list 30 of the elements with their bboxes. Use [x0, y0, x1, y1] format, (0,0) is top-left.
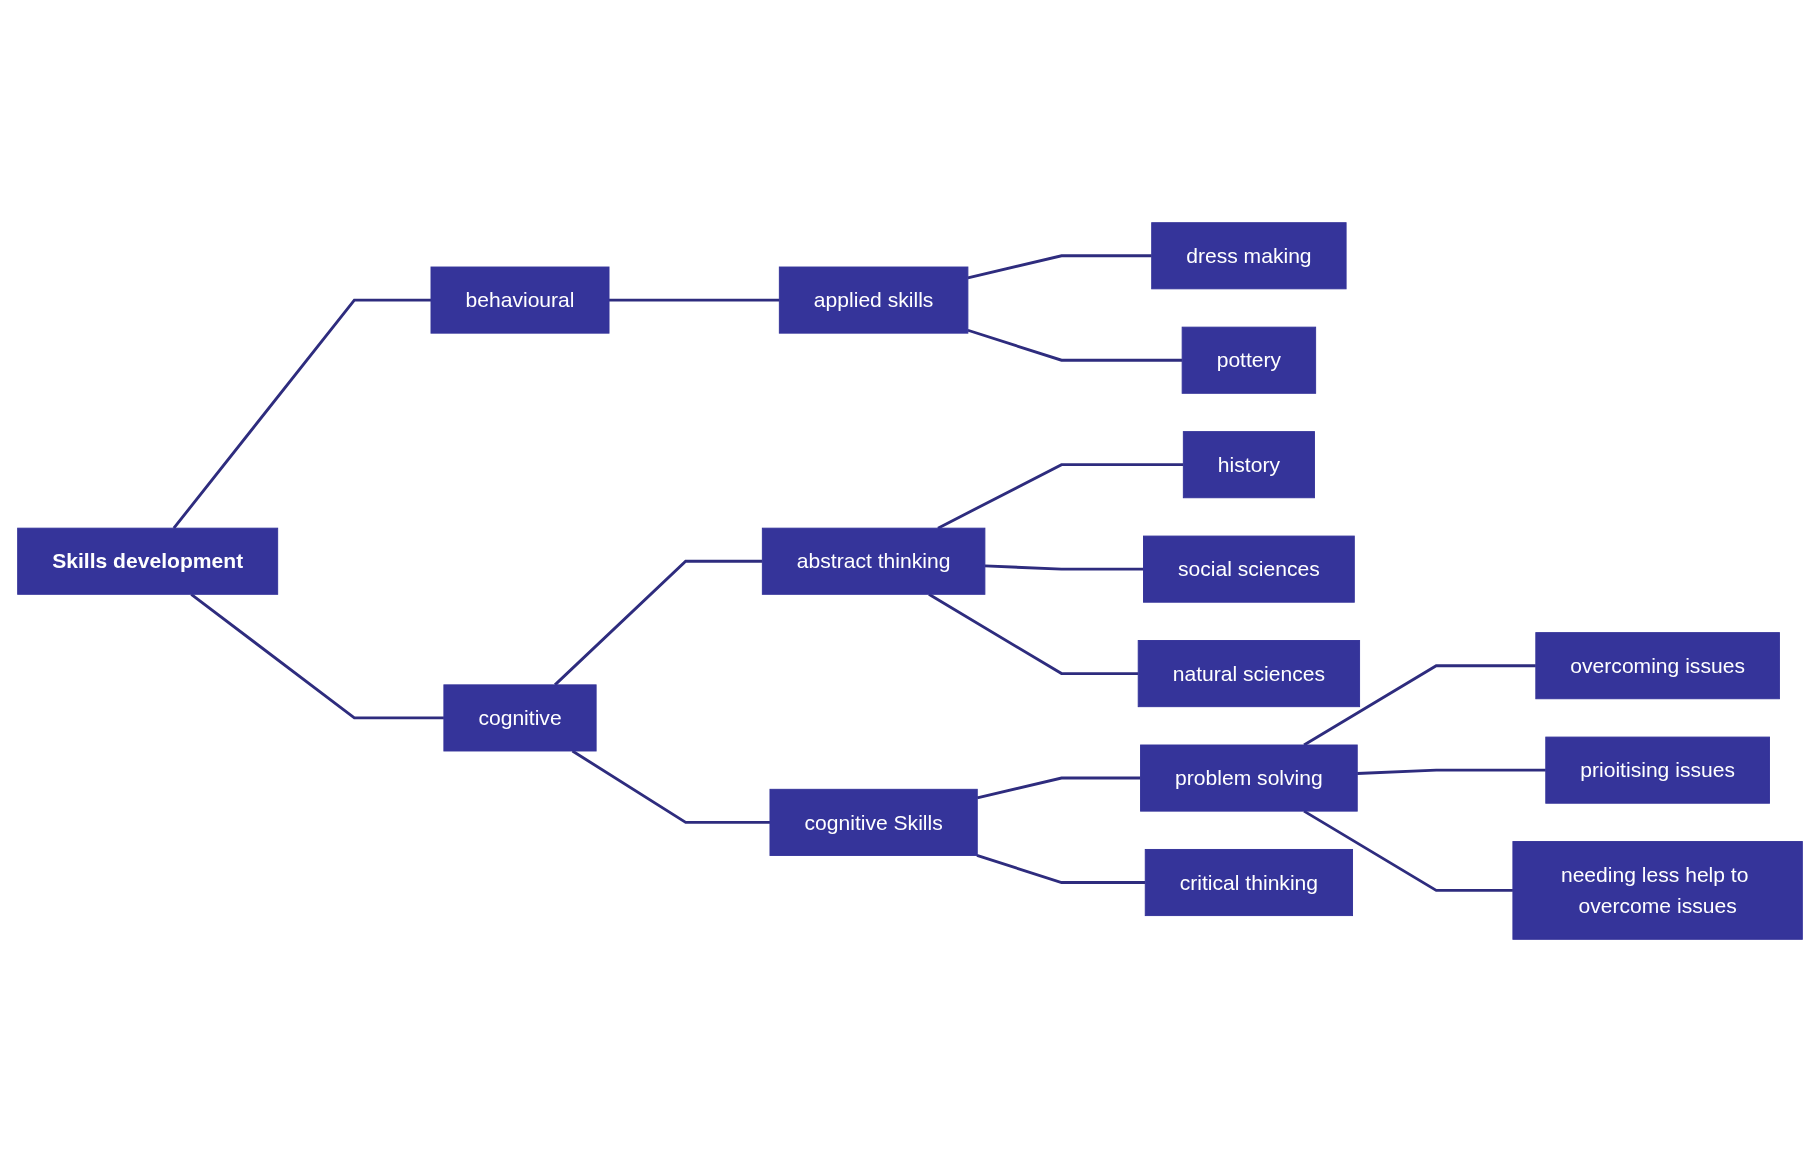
- connector: [976, 854, 1146, 884]
- node-box: Skills development: [17, 527, 279, 595]
- connector: [190, 593, 444, 720]
- connector: [571, 749, 770, 824]
- node-box: natural sciences: [1137, 640, 1361, 708]
- connector: [976, 776, 1141, 800]
- connector: [928, 593, 1139, 676]
- connector: [172, 298, 431, 530]
- node-box: behavioural: [430, 266, 610, 334]
- connector: [937, 463, 1184, 530]
- node-box: needing less help to overcome issues: [1512, 841, 1803, 940]
- node-box: abstract thinking: [761, 527, 986, 595]
- node-box: critical thinking: [1144, 849, 1353, 917]
- node-box: pottery: [1181, 326, 1317, 394]
- node-box: cognitive Skills: [769, 788, 978, 856]
- node-box: social sciences: [1143, 535, 1355, 603]
- connector: [1303, 664, 1536, 747]
- connector: [609, 298, 780, 302]
- connector: [984, 564, 1144, 571]
- node-box: problem solving: [1140, 744, 1358, 812]
- node-box: prioitising issues: [1545, 736, 1770, 804]
- node-box: dress making: [1151, 222, 1347, 290]
- connector: [967, 254, 1152, 280]
- connector: [1357, 768, 1546, 775]
- connector: [553, 559, 763, 686]
- node-box: applied skills: [778, 266, 969, 334]
- node-box: overcoming issues: [1535, 632, 1780, 700]
- node-box: history: [1182, 431, 1315, 499]
- connector: [967, 328, 1183, 362]
- node-box: cognitive: [443, 684, 597, 752]
